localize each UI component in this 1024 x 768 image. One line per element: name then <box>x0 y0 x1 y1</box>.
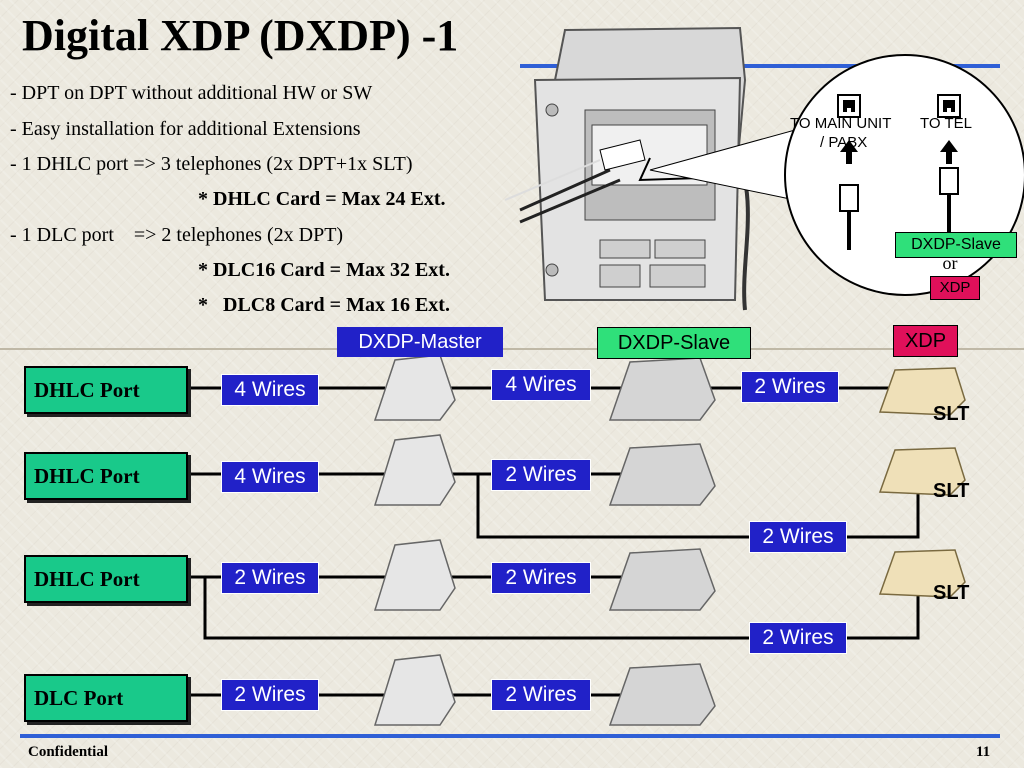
row4-wire2: 2 Wires <box>491 679 591 711</box>
xdp-header: XDP <box>893 325 958 357</box>
jack-icons <box>837 94 961 250</box>
row2-wire3: 2 Wires <box>749 521 847 553</box>
bullet-4: - 1 DLC port => 2 telephones (2x DPT) <box>10 224 344 246</box>
slt-phones <box>878 367 966 598</box>
jack-inset-circle <box>784 54 1024 296</box>
row3-wire2: 2 Wires <box>491 562 591 594</box>
row3-wire1: 2 Wires <box>221 562 319 594</box>
row3-wire3: 2 Wires <box>749 622 847 654</box>
master-header: DXDP-Master <box>337 327 503 357</box>
footer-rule <box>20 734 1000 738</box>
title-rule <box>520 64 1000 68</box>
inset-slave-tag: DXDP-Slave <box>895 232 1017 258</box>
inset-or-text: or <box>942 253 958 273</box>
bullet-dlc8-max: * DLC8 Card = Max 16 Ext. <box>198 294 450 316</box>
slt-label-1: SLT <box>933 403 970 425</box>
row1-wire3: 2 Wires <box>741 371 839 403</box>
bullet-1: - DPT on DPT without additional HW or SW <box>10 82 373 104</box>
phone-back-illustration <box>504 26 750 311</box>
to-tel-label: TO TEL <box>920 115 972 132</box>
page-number: 11 <box>976 744 991 760</box>
bullet-dhlc-max: * DHLC Card = Max 24 Ext. <box>198 188 446 210</box>
slt-label-3: SLT <box>933 582 970 604</box>
slt-label-2: SLT <box>933 480 970 502</box>
dlc-port: DLC Port <box>24 674 188 722</box>
dhlc-port-1: DHLC Port <box>24 366 188 414</box>
row4-wire1: 2 Wires <box>221 679 319 711</box>
dpt-phones-slave <box>608 357 716 726</box>
inset-xdp-tag: XDP <box>930 276 980 300</box>
dpt-phones-master <box>373 354 456 726</box>
slave-header: DXDP-Slave <box>597 327 751 359</box>
slide-title: Digital XDP (DXDP) -1 <box>22 11 459 60</box>
bullet-dlc16-max: * DLC16 Card = Max 32 Ext. <box>198 259 450 281</box>
separator-rule <box>0 348 1024 350</box>
bullet-3: - 1 DHLC port => 3 telephones (2x DPT+1x… <box>10 153 413 175</box>
row1-wire2: 4 Wires <box>491 369 591 401</box>
dhlc-port-2: DHLC Port <box>24 452 188 500</box>
dhlc-port-3: DHLC Port <box>24 555 188 603</box>
row1-wire1: 4 Wires <box>221 374 319 406</box>
row2-wire2: 2 Wires <box>491 459 591 491</box>
pabx-label: / PABX <box>820 134 868 151</box>
footer-confidential: Confidential <box>28 744 109 760</box>
row2-wire1: 4 Wires <box>221 461 319 493</box>
to-main-unit-label: TO MAIN UNIT <box>790 115 892 132</box>
bullet-2: - Easy installation for additional Exten… <box>10 118 361 140</box>
